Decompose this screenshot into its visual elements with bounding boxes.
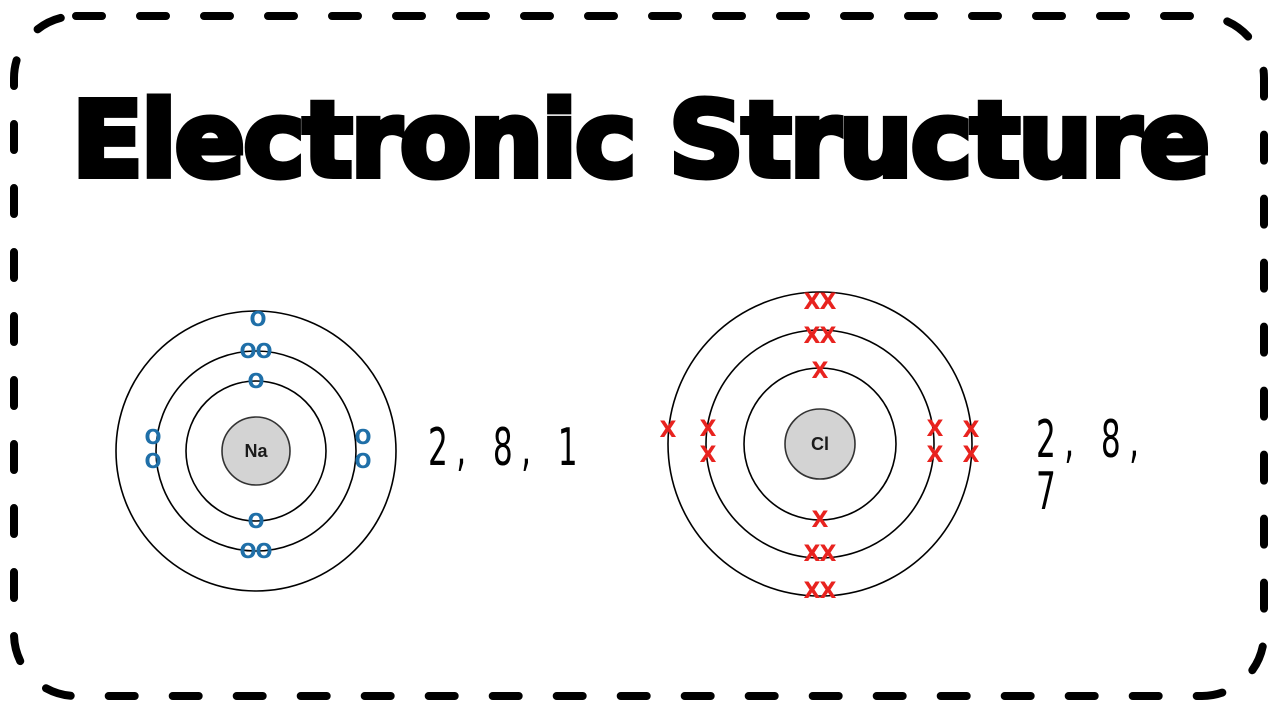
nucleus-symbol: Na	[244, 441, 268, 461]
electron: O	[247, 369, 264, 393]
electron: X	[804, 290, 821, 315]
electron: X	[804, 579, 821, 604]
electron: O	[239, 339, 256, 363]
electron-shell-3	[115, 310, 397, 592]
electron-shell-2	[705, 329, 935, 559]
electron: O	[354, 425, 371, 449]
electron: X	[963, 418, 980, 443]
electron: X	[804, 324, 821, 349]
electron: O	[255, 339, 272, 363]
electron: X	[700, 443, 717, 468]
electron: X	[927, 417, 944, 442]
electron: X	[700, 417, 717, 442]
electron: O	[144, 425, 161, 449]
sodium-configuration: 2, 8, 1	[428, 418, 587, 478]
electron: O	[354, 449, 371, 473]
electron: X	[812, 359, 829, 384]
electron-shell-1	[743, 367, 897, 521]
electron: O	[249, 307, 266, 331]
page-title: Electronic Structure	[69, 79, 1213, 201]
electron: O	[255, 539, 272, 563]
chlorine-configuration: 2, 8, 7	[1036, 410, 1148, 522]
electron: X	[804, 542, 821, 567]
electron: X	[820, 290, 837, 315]
nucleus	[784, 408, 856, 480]
electron: X	[963, 443, 980, 468]
nucleus-symbol: Cl	[811, 434, 829, 454]
electron-shell-2	[155, 350, 357, 552]
electron: O	[247, 509, 264, 533]
electron: O	[239, 539, 256, 563]
electron: X	[820, 579, 837, 604]
electron-shell-1	[185, 380, 327, 522]
electron: X	[812, 508, 829, 533]
electron: X	[820, 324, 837, 349]
nucleus	[221, 416, 291, 486]
electron: X	[927, 443, 944, 468]
electron: O	[144, 449, 161, 473]
electron: X	[820, 542, 837, 567]
electron-shell-3	[667, 291, 973, 597]
electron: X	[660, 418, 677, 443]
